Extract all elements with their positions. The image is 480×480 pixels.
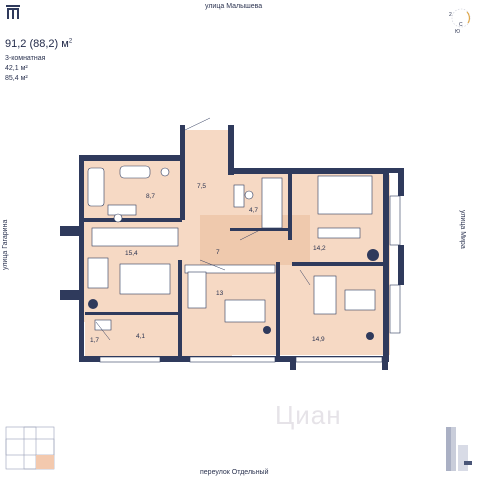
floor-locator-map xyxy=(5,426,55,470)
floor-locator-highlight xyxy=(36,455,54,469)
compass-mark-c: C xyxy=(459,22,463,28)
apartment-type: 3-комнатная xyxy=(5,55,46,62)
living-area: 42,1 м² xyxy=(5,65,28,72)
building-tower-icon xyxy=(446,427,472,471)
room-bedroom-top-area: 14,2 xyxy=(313,245,326,252)
room-storage-area: 1,7 xyxy=(90,337,99,344)
fixtures xyxy=(87,165,376,331)
room-hall-top-area: 7,5 xyxy=(197,183,206,190)
room-corridor-area: 7 xyxy=(216,249,220,256)
total-area-unit-sup: 2 xyxy=(68,38,73,45)
compass-icon: 2 C Ю xyxy=(449,8,471,34)
total-area: 91,2 (88,2) м2 xyxy=(5,38,72,50)
room-kitchen-area: 15,4 xyxy=(125,250,138,257)
windows xyxy=(99,195,401,363)
secondary-area: 85,4 м² xyxy=(5,75,28,82)
room-dressing-area: 4,1 xyxy=(136,333,145,340)
door-swings xyxy=(95,117,311,341)
street-top-label: улица Малышева xyxy=(205,3,263,10)
room-bath-area: 8,7 xyxy=(146,193,155,200)
plant-icons xyxy=(88,249,379,340)
compass-mark-2: 2 xyxy=(449,12,452,18)
room-bedroom-bottom-area: 14,9 xyxy=(312,336,325,343)
street-bottom-label: переулок Отдельный xyxy=(200,469,269,476)
corridor-floor xyxy=(200,215,310,265)
room-living-area: 13 xyxy=(216,290,224,297)
room-wc-area: 4,7 xyxy=(249,207,258,214)
compass-mark-yu: Ю xyxy=(455,29,460,34)
total-area-value: 91,2 (88,2) м xyxy=(5,38,69,50)
brand-logo-icon xyxy=(6,5,20,19)
watermark: Циан xyxy=(275,400,342,430)
